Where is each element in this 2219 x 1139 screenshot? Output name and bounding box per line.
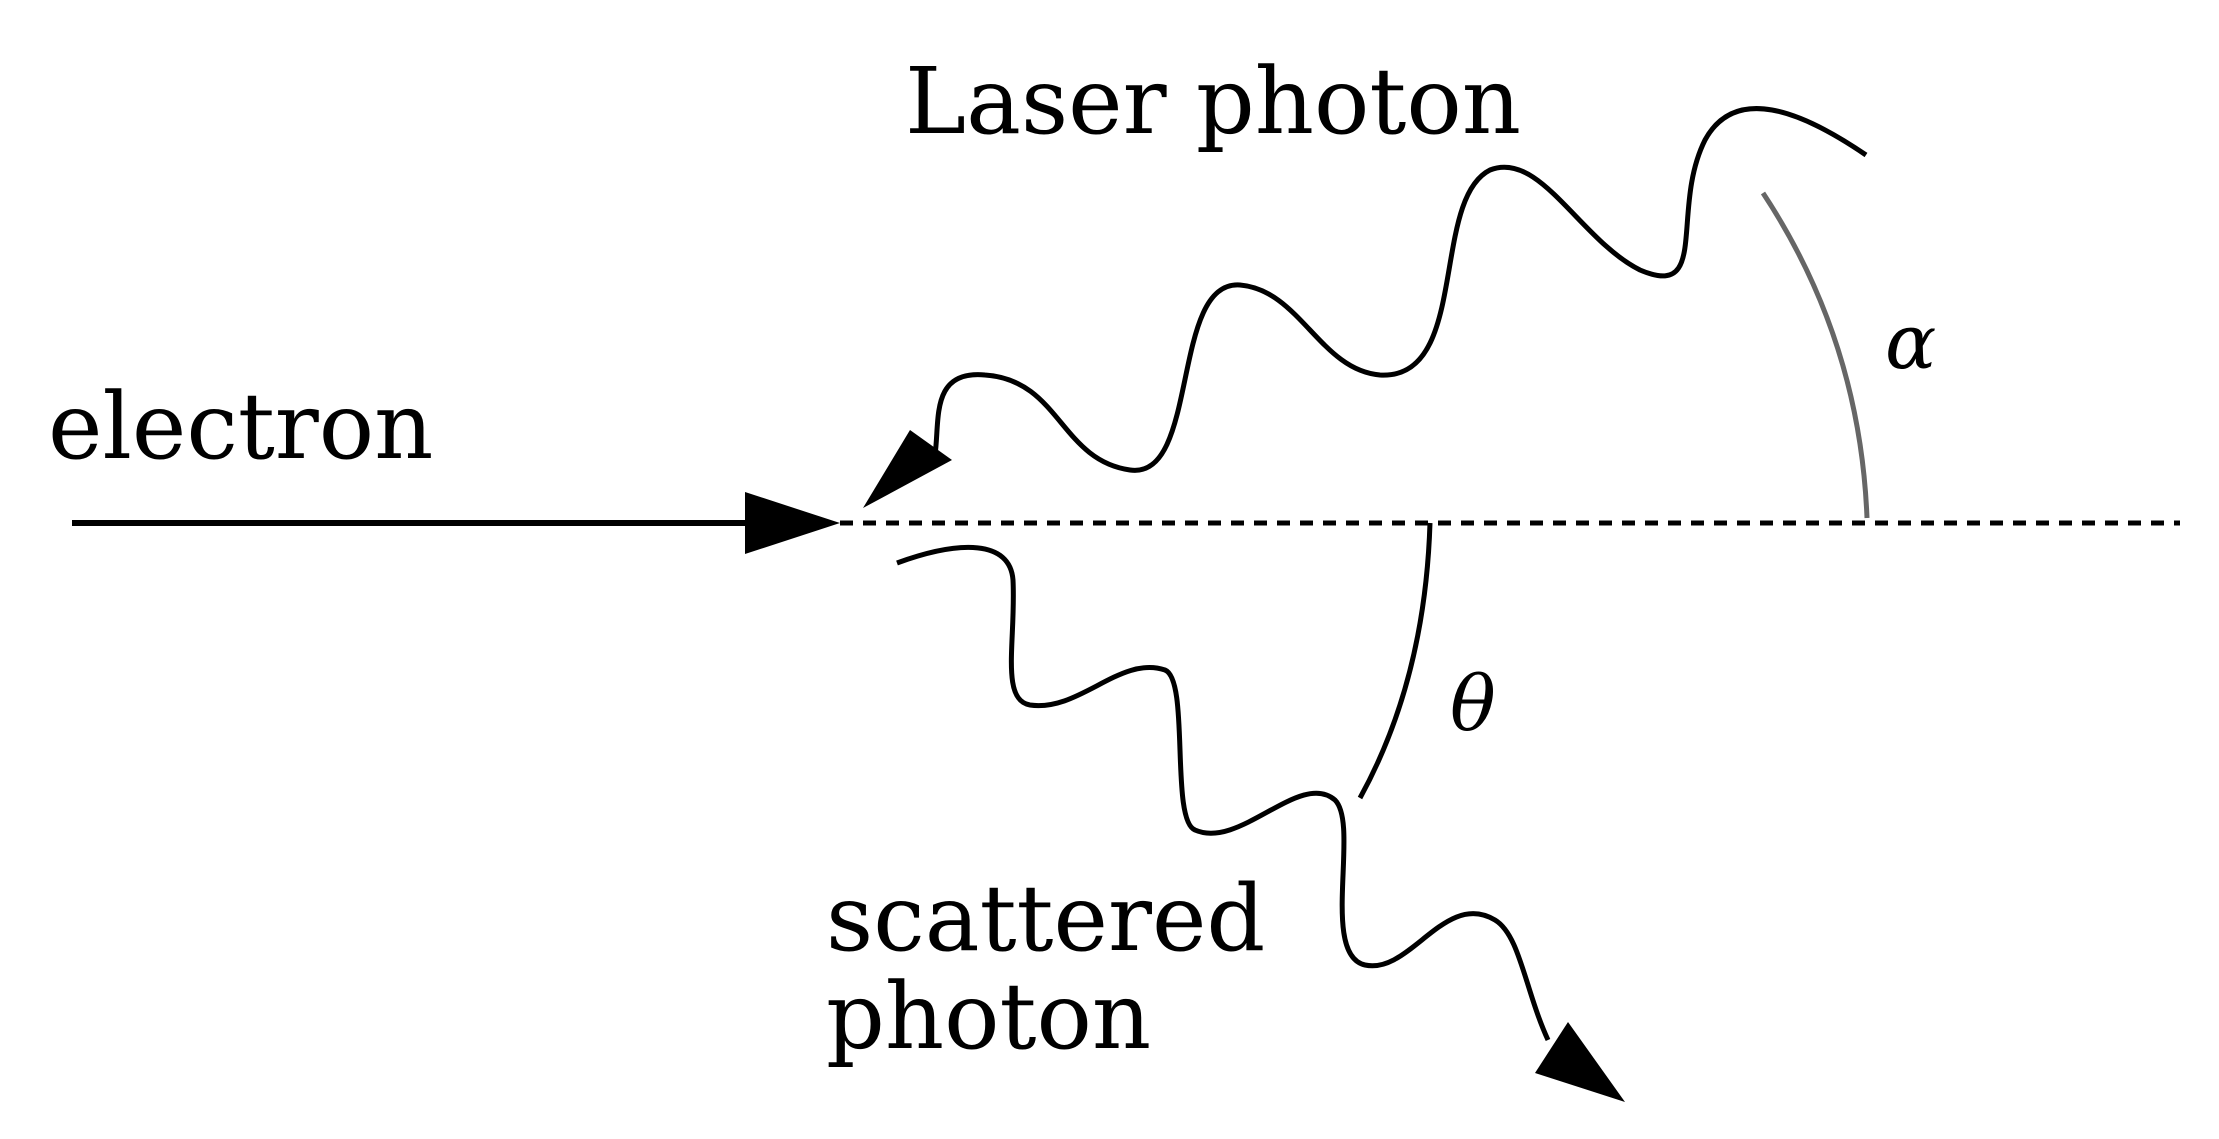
laser-photon-wave — [932, 106, 1868, 473]
laser-photon-arrowhead — [863, 430, 952, 508]
scattered-photon-label-line2: photon — [826, 963, 1151, 1070]
alpha-angle-label: α — [1885, 297, 1936, 386]
laser-photon-label: Laser photon — [905, 48, 1521, 155]
scattered-photon-arrowhead — [1535, 1022, 1625, 1102]
theta-angle-label: θ — [1450, 659, 1496, 748]
scattered-photon-wave — [896, 545, 1551, 1042]
theta-angle-arc — [1357, 522, 1433, 800]
electron-arrowhead — [745, 492, 840, 554]
electron-label: electron — [48, 373, 433, 480]
alpha-angle-arc — [1760, 191, 1870, 519]
scattered-photon-label-line1: scattered — [826, 865, 1265, 972]
